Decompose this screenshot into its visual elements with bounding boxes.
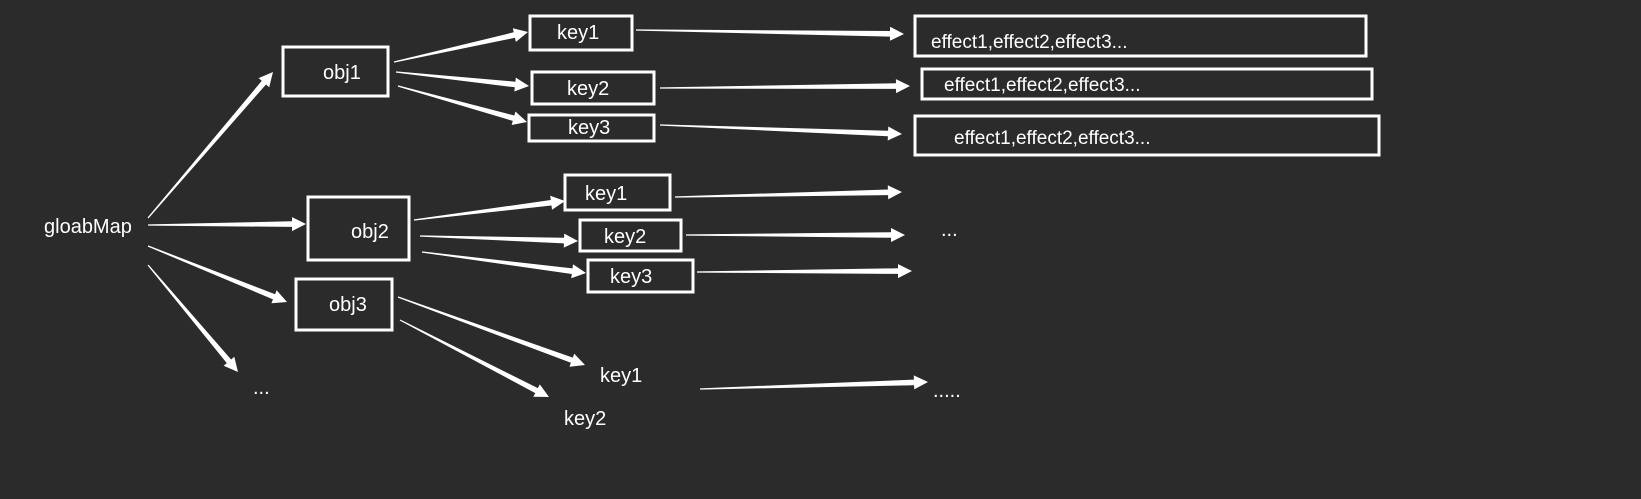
arrow-obj1-key2 [395, 71, 529, 92]
arrow-root-obj2 [148, 217, 306, 232]
obj2-box [306, 195, 411, 262]
obj1-label: obj1 [323, 62, 361, 84]
arrow-obj2-key2 [420, 233, 578, 248]
obj2-key1-label: key1 [585, 183, 627, 205]
obj1-box [281, 45, 390, 98]
obj1-key1-effects: effect1,effect2,effect3... [931, 32, 1127, 53]
arrow-obj2-key1-next [675, 185, 902, 200]
obj1-key1-effects-box [913, 14, 1368, 58]
obj2-key3-box [586, 258, 695, 294]
arrow-obj2-key3-next [697, 264, 912, 279]
arrow-obj1-key2-effects [660, 79, 910, 94]
arrow-obj3-next [700, 375, 928, 390]
arrow-obj1-key1 [393, 28, 528, 63]
obj3-box [294, 277, 394, 332]
root-label: gloabMap [44, 216, 132, 238]
arrow-obj1-key3 [397, 85, 527, 125]
arrow-root-more [147, 264, 238, 372]
obj1-key3-effects-box [913, 114, 1381, 157]
obj2-label: obj2 [351, 221, 389, 243]
arrow-obj2-key2-next [686, 228, 905, 242]
obj1-key2-label: key2 [567, 78, 609, 100]
obj2-key2-box [578, 218, 683, 253]
arrows-layer [147, 26, 928, 397]
arrow-root-obj3 [147, 245, 287, 304]
obj3-label: obj3 [329, 294, 367, 316]
arrow-root-obj1 [147, 72, 273, 219]
obj1-key3-box [527, 113, 656, 143]
obj1-key3-label: key3 [568, 117, 610, 139]
arrow-obj3-key1 [397, 296, 585, 367]
obj3-key1-label: key1 [600, 365, 642, 387]
obj1-key2-effects: effect1,effect2,effect3... [944, 75, 1140, 96]
obj1-key3-effects: effect1,effect2,effect3... [954, 128, 1150, 149]
arrow-obj2-key1 [413, 195, 565, 221]
obj2-key2-label: key2 [604, 226, 646, 248]
obj3-more-ellipsis: ..... [933, 380, 961, 402]
obj2-key1-box [563, 173, 672, 212]
obj1-key1-box [528, 14, 634, 52]
obj1-key2-box [530, 70, 656, 106]
obj1-key1-label: key1 [557, 22, 599, 44]
obj3-key2-label: key2 [564, 408, 606, 430]
obj1-key2-effects-box [920, 67, 1374, 101]
obj2-key3-label: key3 [610, 266, 652, 288]
obj2-more-ellipsis: ... [941, 219, 958, 241]
arrow-obj2-key3 [421, 251, 586, 279]
root-more-ellipsis: ... [253, 377, 270, 399]
arrow-obj3-key2 [399, 319, 549, 397]
arrow-obj1-key3-effects [660, 124, 902, 141]
arrow-obj1-key1-effects [636, 26, 904, 41]
